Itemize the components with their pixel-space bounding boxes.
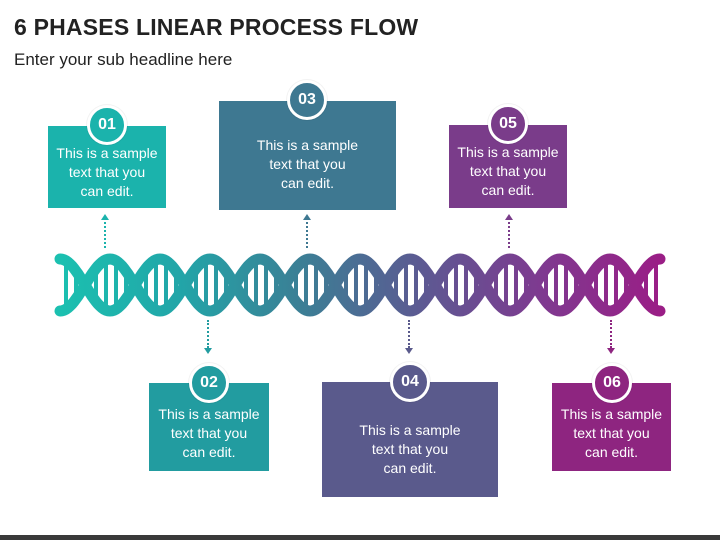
phase-text-03: This is a sample text that you can edit. (256, 137, 359, 191)
connector-05 (508, 222, 510, 248)
connector-04 (408, 320, 410, 348)
phase-number-badge-01: 01 (87, 105, 127, 145)
phase-number-badge-05: 05 (488, 104, 528, 144)
phase-text-02: This is a sample text that you can edit. (158, 405, 260, 460)
page-title: 6 PHASES LINEAR PROCESS FLOW (14, 14, 419, 40)
arrow-03 (303, 214, 311, 220)
arrow-01 (101, 214, 109, 220)
arrow-06 (607, 348, 615, 354)
phase-text-01: This is a sample text that you can edit. (56, 144, 158, 199)
connector-03 (306, 222, 308, 248)
phase-number-badge-02: 02 (189, 363, 229, 403)
phase-number-badge-03: 03 (287, 80, 327, 120)
phase-text-05: This is a sample text that you can edit. (457, 144, 559, 198)
connector-06 (610, 320, 612, 348)
phase-number-badge-04: 04 (390, 362, 430, 402)
connector-01 (104, 222, 106, 248)
phase-number-badge-06: 06 (592, 363, 632, 403)
connector-02 (207, 320, 209, 348)
phase-text-04: This is a sample text that you can edit. (359, 422, 461, 476)
arrow-04 (405, 348, 413, 354)
helix-strand-b (54, 253, 666, 317)
phase-text-06: This is a sample text that you can edit. (560, 405, 663, 460)
page-subtitle: Enter your sub headline here (14, 50, 233, 69)
bottom-bar (0, 535, 720, 540)
helix-strand-a (54, 253, 666, 317)
arrow-05 (505, 214, 513, 220)
arrow-02 (204, 348, 212, 354)
phase-box-01: This is a sample text that you can edit. (48, 126, 166, 208)
